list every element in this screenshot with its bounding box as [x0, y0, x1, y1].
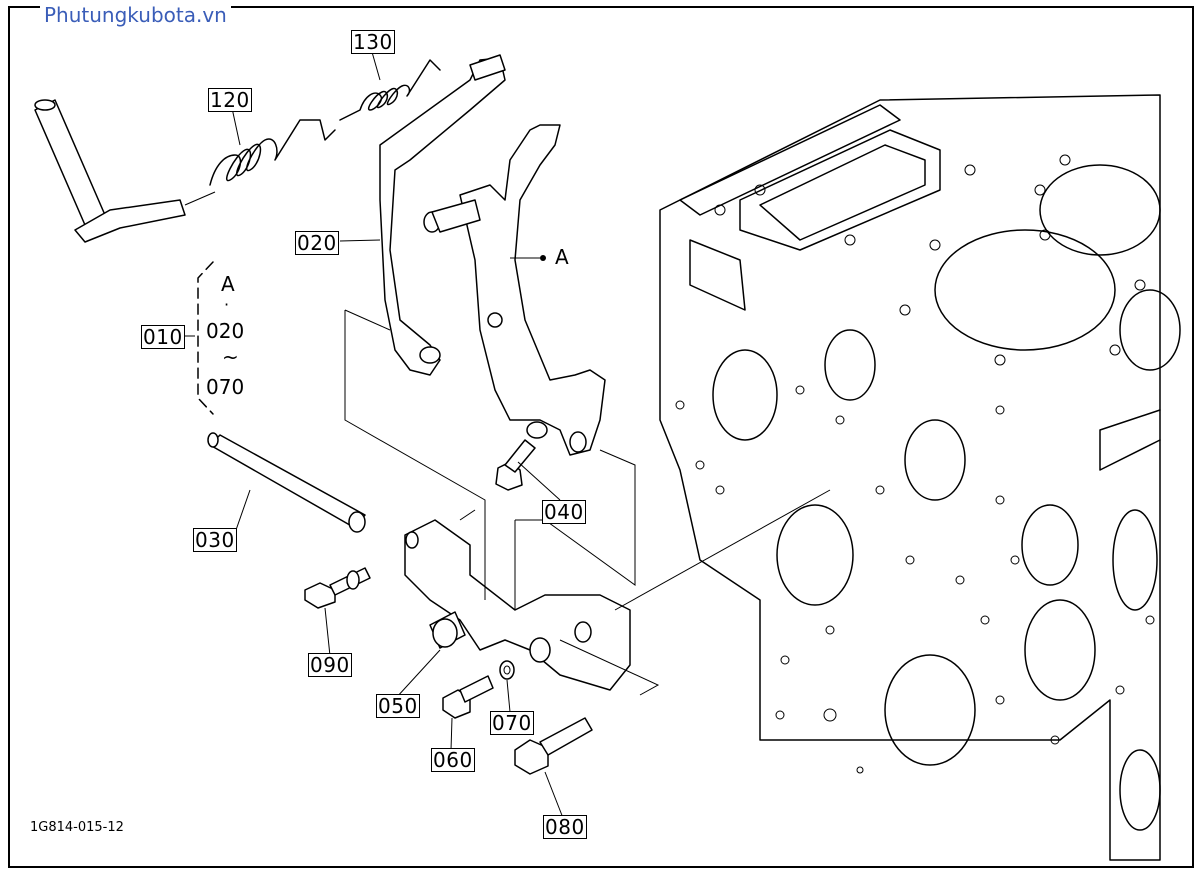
- callout-070[interactable]: 070: [490, 711, 534, 735]
- leader-lines: [184, 51, 831, 819]
- callout-010[interactable]: 010: [141, 325, 185, 349]
- bolt-090-drawing: [304, 567, 371, 609]
- fork-lever-a-drawing: [423, 124, 606, 456]
- bracket-050-drawing: [404, 519, 631, 691]
- reference-marker-a: A: [555, 245, 569, 269]
- group-label-a: A: [221, 272, 235, 296]
- callout-040[interactable]: 040: [542, 500, 586, 524]
- callout-120[interactable]: 120: [208, 88, 252, 112]
- drawing-code: 1G814-015-12: [30, 820, 124, 835]
- governor-lever-drawing: [34, 99, 216, 243]
- group-label-end: 070: [206, 375, 245, 399]
- washer-070-drawing: [499, 660, 515, 680]
- group-label-dot: ·: [224, 295, 230, 314]
- callout-030[interactable]: 030: [193, 528, 237, 552]
- bolt-080-drawing: [514, 717, 593, 775]
- bolt-060-drawing: [442, 675, 494, 719]
- group-label-tilde: ~: [222, 345, 239, 369]
- callout-130[interactable]: 130: [351, 30, 395, 54]
- watermark-text: Phutungkubota.vn: [40, 2, 231, 28]
- callout-080[interactable]: 080: [543, 815, 587, 839]
- diagram-frame: [8, 6, 1194, 868]
- group-bracket-lines: [197, 261, 214, 415]
- shaft-030-drawing: [207, 432, 366, 533]
- group-label-start: 020: [206, 319, 245, 343]
- callout-090[interactable]: 090: [308, 653, 352, 677]
- fork-lever-020-drawing: [379, 54, 506, 376]
- bolt-040-drawing: [495, 439, 536, 491]
- callout-060[interactable]: 060: [431, 748, 475, 772]
- spring-drawing: [209, 59, 441, 186]
- callout-020[interactable]: 020: [295, 231, 339, 255]
- callout-050[interactable]: 050: [376, 694, 420, 718]
- engine-block-drawing: [659, 94, 1181, 861]
